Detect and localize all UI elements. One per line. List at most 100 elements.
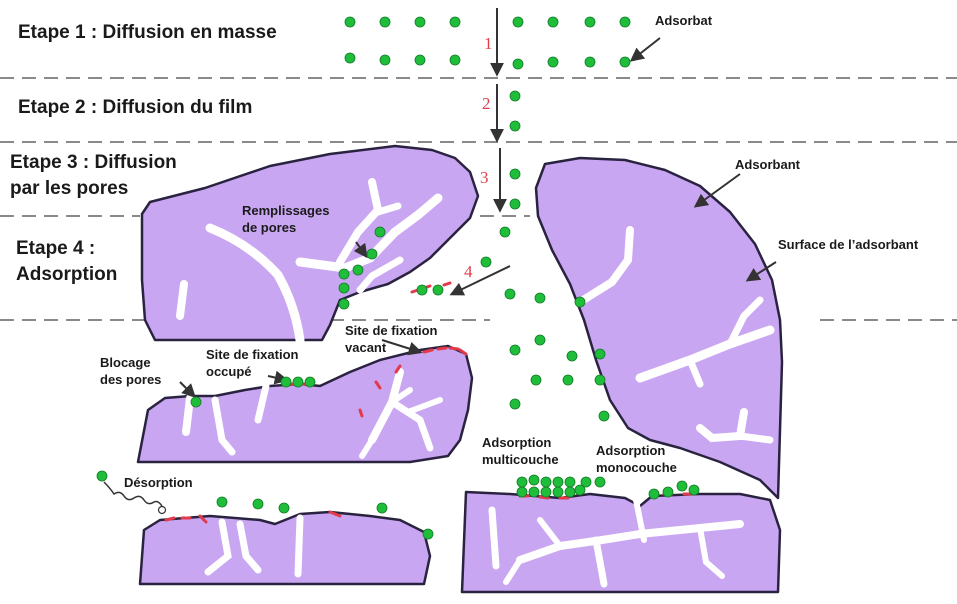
adsorbate-molecule xyxy=(513,17,523,27)
arrow-step-4 xyxy=(452,266,510,294)
adsorbate-molecule xyxy=(510,345,520,355)
adsorbate-molecule xyxy=(689,485,699,495)
adsorbate-molecule xyxy=(415,17,425,27)
adsorbate-molecule xyxy=(529,475,539,485)
label-multicouche-line2: multicouche xyxy=(482,451,559,468)
adsorbate-molecule xyxy=(339,283,349,293)
adsorbate-molecule xyxy=(433,285,443,295)
label-surface: Surface de l’adsorbant xyxy=(778,236,918,253)
stage-4-line1: Etape 4 : xyxy=(16,236,117,262)
adsorbate-molecule xyxy=(510,121,520,131)
adsorbate-molecule xyxy=(253,499,263,509)
label-monocouche-line1: Adsorption xyxy=(596,442,677,459)
adsorbate-molecule xyxy=(585,17,595,27)
label-site-vacant: Site de fixation vacant xyxy=(345,322,437,356)
stage-3-label: Etape 3 : Diffusion par les pores xyxy=(10,150,177,202)
adsorbate-molecule xyxy=(517,477,527,487)
adsorbate-molecule xyxy=(345,17,355,27)
adsorbate-molecule xyxy=(585,57,595,67)
label-site-occupe-line2: occupé xyxy=(206,363,298,380)
adsorbate-molecule xyxy=(663,487,673,497)
label-site-occupe: Site de fixation occupé xyxy=(206,346,298,380)
adsorbate-molecule xyxy=(339,269,349,279)
label-monocouche-line2: monocouche xyxy=(596,459,677,476)
adsorbate-molecule xyxy=(375,227,385,237)
label-remplissage: Remplissages de pores xyxy=(242,202,329,236)
adsorbate-molecule xyxy=(450,17,460,27)
label-site-vacant-line2: vacant xyxy=(345,339,437,356)
adsorbent-grain-bottom-right xyxy=(462,492,780,592)
adsorbate-molecule xyxy=(481,257,491,267)
label-multicouche: Adsorption multicouche xyxy=(482,434,559,468)
label-adsorbat: Adsorbat xyxy=(655,12,712,29)
adsorbate-molecule xyxy=(565,487,575,497)
desorption-site xyxy=(159,507,166,514)
adsorbate-molecule xyxy=(305,377,315,387)
label-adsorbant: Adsorbant xyxy=(735,156,800,173)
arrow-blocage xyxy=(180,382,194,396)
adsorbate-molecule xyxy=(595,477,605,487)
adsorbate-molecule xyxy=(380,55,390,65)
arrow-adsorbat xyxy=(632,38,660,60)
adsorbate-molecule xyxy=(531,375,541,385)
adsorbate-molecule xyxy=(353,265,363,275)
adsorbate-molecule xyxy=(563,375,573,385)
adsorbate-molecule xyxy=(620,17,630,27)
adsorbate-molecule xyxy=(620,57,630,67)
adsorbate-molecule xyxy=(510,91,520,101)
label-blocage: Blocage des pores xyxy=(100,354,161,388)
label-monocouche: Adsorption monocouche xyxy=(596,442,677,476)
adsorbate-molecule xyxy=(97,471,107,481)
step-number-3: 3 xyxy=(480,168,489,188)
adsorbate-molecule xyxy=(279,503,289,513)
stage-1-label: Etape 1 : Diffusion en masse xyxy=(18,20,277,46)
adsorbate-molecule xyxy=(377,503,387,513)
stage-4-line2: Adsorption xyxy=(16,262,117,288)
label-multicouche-line1: Adsorption xyxy=(482,434,559,451)
adsorbate-molecule xyxy=(649,489,659,499)
adsorbent-grain-upper-left xyxy=(142,146,478,340)
adsorbate-molecule xyxy=(541,487,551,497)
adsorbate-molecule xyxy=(505,289,515,299)
stage-3-line1: Etape 3 : Diffusion xyxy=(10,150,177,176)
adsorbate-molecule xyxy=(599,411,609,421)
adsorbate-molecule xyxy=(548,17,558,27)
adsorbate-molecule xyxy=(535,335,545,345)
stage-4-label: Etape 4 : Adsorption xyxy=(16,236,117,288)
adsorbate-molecule xyxy=(535,293,545,303)
label-blocage-line1: Blocage xyxy=(100,354,161,371)
adsorbate-molecule xyxy=(575,297,585,307)
adsorbate-molecule xyxy=(677,481,687,491)
adsorbent-grain-bottom-left xyxy=(140,512,430,584)
adsorbate-molecule xyxy=(595,349,605,359)
step-number-1: 1 xyxy=(484,34,493,54)
adsorbate-molecule xyxy=(553,487,563,497)
adsorbate-molecule xyxy=(548,57,558,67)
adsorbate-molecule xyxy=(517,487,527,497)
adsorbent-grain-middle xyxy=(138,346,472,462)
adsorbate-molecule xyxy=(417,285,427,295)
adsorbate-molecule xyxy=(345,53,355,63)
adsorbate-molecule xyxy=(191,397,201,407)
adsorbate-molecule xyxy=(513,59,523,69)
adsorbate-molecule xyxy=(510,169,520,179)
adsorbate-molecule xyxy=(595,375,605,385)
label-remplissage-line1: Remplissages xyxy=(242,202,329,219)
adsorbate-molecule xyxy=(217,497,227,507)
adsorbate-molecule xyxy=(541,477,551,487)
stage-3-line2: par les pores xyxy=(10,176,177,202)
adsorbate-molecule xyxy=(567,351,577,361)
adsorbate-molecule xyxy=(339,299,349,309)
adsorbate-molecule xyxy=(423,529,433,539)
adsorbate-molecule xyxy=(450,55,460,65)
step-number-4: 4 xyxy=(464,262,473,282)
adsorbate-molecule xyxy=(510,399,520,409)
label-site-vacant-line1: Site de fixation xyxy=(345,322,437,339)
label-remplissage-line2: de pores xyxy=(242,219,329,236)
adsorbate-molecule xyxy=(500,227,510,237)
adsorbate-molecule xyxy=(380,17,390,27)
adsorbate-molecule xyxy=(415,55,425,65)
adsorbate-molecule xyxy=(529,487,539,497)
